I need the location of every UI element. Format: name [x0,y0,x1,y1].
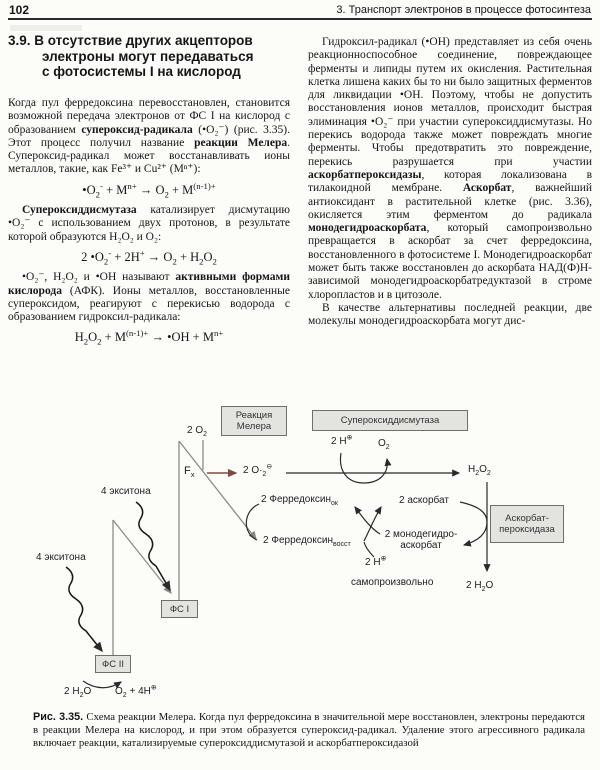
section-heading: 3.9. В отсутствие других акцепторов элек… [8,33,298,80]
label-sod-oxygen: O2 [378,438,390,451]
equation-dismutation: 2 •O2- + 2H+ → O2 + H2O2 [81,247,217,267]
box-superoxide-dismutase: Супероксиддисмутаза [312,410,468,431]
label-protons-input: 2 H⊕ [365,555,387,568]
header-rule [8,18,592,20]
label-monodehydroascorbate: 2 монодегидро-аскорбат [384,529,458,551]
box-photosystem-1: ФС I [161,600,198,618]
running-title: 3. Транспорт электронов в процессе фотос… [336,4,591,16]
psii-to-psi-line [112,519,172,594]
label-psii-water: 2 H2O [64,686,92,699]
label-superoxide-radical: 2 O·2⊖ [243,463,273,478]
paragraph-hydroxyl: Гидроксил-радикал (•OH) представляет из … [308,36,593,301]
left-column: Когда пул ферредоксина перевосстановлен,… [8,97,290,352]
label-excitons-psi: 4 экситона [101,486,151,497]
paragraph-sod: Супероксиддисмутаза катализирует дисмута… [8,204,290,243]
box-mehler-reaction: Реакция Мелера [221,406,287,436]
paragraph-alternative: В качестве альтернативы последней реакци… [308,301,592,328]
label-hydrogen-peroxide: H2O2 [468,464,491,477]
psi-to-ferredoxin-line [178,440,257,540]
scan-artifact [10,25,82,31]
label-ascorbate: 2 аскорбат [399,495,449,506]
label-fx-center: Fx [184,465,195,480]
box-ascorbate-peroxidase: Аскорбат-пероксидаза [490,505,564,543]
label-oxygen-input: 2 O2 [187,425,208,438]
equation-fenton: H2O2 + M(n-1)+ → •OH + Mn+ [74,328,224,347]
label-ferredoxin-oxidized: 2 Ферредоксинок [261,494,338,507]
paragraph-ros: •O₂⁻, H₂O₂ и •OH называют активными форм… [8,271,290,324]
section-heading-line3: с фотосистемы I на кислород [42,64,241,79]
proton-feed-arc [363,541,375,558]
paragraph-mehler-intro: Когда пул ферредоксина перевосстановлен,… [8,97,291,176]
figure-caption: Рис. 3.35. Схема реакции Мелера. Когда п… [33,711,586,749]
right-column: Гидроксил-радикал (•OH) представляет из … [308,36,592,329]
label-sod-protons: 2 H⊕ [331,434,353,447]
label-water-product: 2 H2O [466,580,494,593]
box-photosystem-2: ФС II [95,655,131,673]
exciton-wavy-arrow-psii [65,566,103,653]
exciton-wavy-arrow-psi [135,501,171,592]
equation-superoxide-metal: •O2- + Mn+ → O2 + M(n-1)+ [82,180,216,200]
sod-proton-oxygen-arc [339,452,392,484]
label-psii-oxygen: O2 + 4H⊕ [115,684,157,699]
label-ferredoxin-reduced: 2 Ферредоксинвосст [263,535,351,548]
ferredoxin-pool-arc [245,503,260,541]
label-excitons-psii: 4 экситона [36,552,86,563]
label-spontaneous: самопроизвольно [351,577,434,588]
section-heading-line2: электроны могут передаваться [42,48,254,64]
page-number: 102 [9,3,30,17]
section-heading-line1: 3.9. В отсутствие других акцепторов [8,33,253,48]
